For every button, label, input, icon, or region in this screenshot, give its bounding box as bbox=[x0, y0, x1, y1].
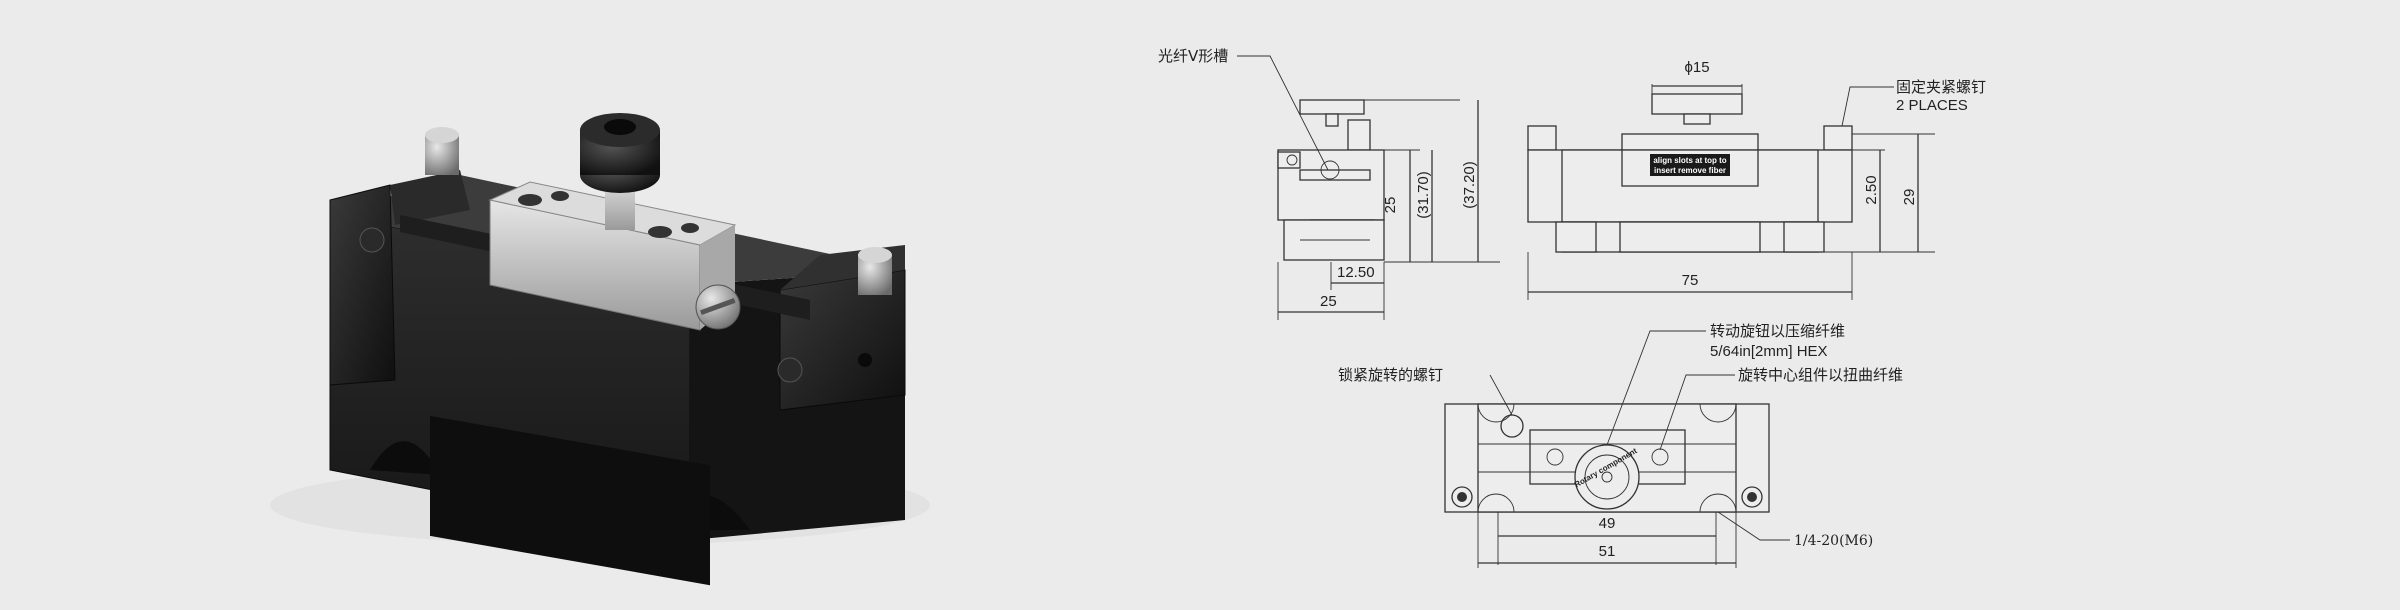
dim-49: 49 bbox=[1599, 515, 1616, 532]
engraving-line2: insert remove fiber bbox=[1654, 166, 1726, 175]
dim-phi15: ϕ15 bbox=[1684, 59, 1709, 76]
dim-37-20: (37.20) bbox=[1461, 161, 1478, 209]
front-view-drawing bbox=[1527, 84, 1935, 300]
vgroove-label: 光纤V形槽 bbox=[1158, 47, 1228, 65]
places-label: 2 PLACES bbox=[1896, 97, 1968, 114]
dim-2-50: 2.50 bbox=[1863, 175, 1880, 204]
dim-31-70: (31.70) bbox=[1415, 171, 1432, 219]
dim-width-25: 25 bbox=[1320, 293, 1337, 310]
product-render bbox=[270, 113, 930, 586]
hex-label: 5/64in[2mm] HEX bbox=[1710, 343, 1828, 360]
clamp-screw-label: 固定夹紧螺钉 bbox=[1896, 78, 1986, 96]
dim-height-25: 25 bbox=[1382, 197, 1399, 214]
rotate-center-label: 旋转中心组件以扭曲纤维 bbox=[1738, 366, 1903, 384]
lock-screw-label: 锁紧旋转的螺钉 bbox=[1338, 366, 1443, 384]
dim-75: 75 bbox=[1682, 272, 1699, 289]
engraving-line1: align slots at top to bbox=[1653, 156, 1726, 165]
side-view-drawing bbox=[1237, 55, 1500, 320]
dim-51: 51 bbox=[1599, 543, 1616, 560]
rotate-compress-label: 转动旋钮以压缩纤维 bbox=[1710, 322, 1845, 340]
top-view-drawing bbox=[1444, 330, 1790, 568]
dim-12-50: 12.50 bbox=[1337, 264, 1375, 281]
dim-29: 29 bbox=[1901, 189, 1918, 206]
thread-label: 1/4-20(M6) bbox=[1794, 533, 1873, 549]
